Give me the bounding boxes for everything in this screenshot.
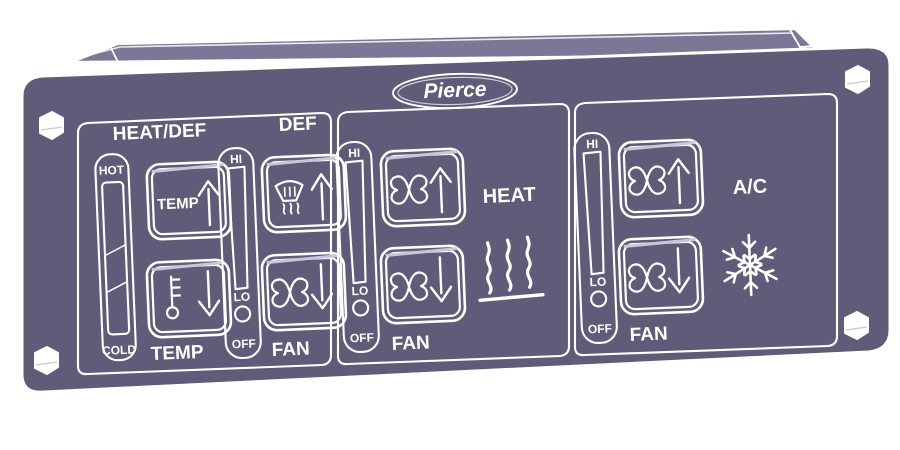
arrow-up-icon (197, 180, 220, 227)
pierce-logo: Pierce (392, 72, 518, 110)
slider-label-hot: HOT (98, 163, 125, 178)
section-rear-footer-fan: FAN (629, 323, 668, 346)
slider-label-lo: LO (233, 290, 250, 305)
arrow-down-icon (667, 247, 691, 294)
temp-down-button[interactable] (145, 258, 233, 339)
slider-label-off: OFF (588, 321, 613, 336)
section-front: HEAT/DEF DEF HOT COLD TEMP (76, 111, 348, 376)
section-front-footer-temp: TEMP (150, 342, 204, 365)
slider-label-hi: HI (230, 152, 243, 166)
temp-up-button-label: TEMP (157, 195, 199, 214)
slider-label-off: OFF (350, 330, 375, 345)
fan-speed-slider[interactable]: HI LO OFF (335, 140, 380, 354)
hex-bolt (39, 111, 64, 140)
section-front-footer-fan: FAN (271, 338, 310, 361)
hex-bolt (844, 311, 869, 340)
arrow-up-icon (310, 173, 333, 221)
fan-up-button[interactable] (379, 147, 467, 228)
defrost-up-button[interactable] (260, 153, 348, 234)
slider-label-hi: HI (348, 146, 361, 160)
hex-bolt (845, 65, 870, 94)
fan-speed-slider[interactable]: HI LO OFF (573, 131, 618, 345)
fastener-group (34, 65, 870, 375)
fan-up-button[interactable] (617, 138, 705, 219)
arrow-down-icon (197, 270, 221, 317)
slider-label-lo: LO (351, 284, 368, 299)
section-front-heading-right: DEF (278, 113, 317, 136)
logo-text: Pierce (423, 78, 487, 103)
fan-speed-slider[interactable]: HI LO OFF (217, 146, 262, 360)
slider-label-hi: HI (586, 137, 599, 151)
temp-up-button[interactable]: TEMP (145, 160, 233, 241)
hex-bolt (34, 346, 59, 375)
fan-down-button[interactable] (617, 235, 705, 316)
section-middle-mode-label: HEAT (482, 184, 536, 208)
thermometer-icon (165, 275, 181, 320)
fan-down-button[interactable] (379, 244, 467, 325)
arrow-down-icon (310, 263, 334, 310)
snowflake-icon (722, 233, 778, 297)
slider-label-cold: COLD (102, 342, 137, 357)
temperature-slider[interactable]: HOT COLD (94, 153, 137, 362)
arrow-down-icon (429, 256, 453, 303)
defrost-fan-down-button[interactable] (260, 251, 348, 332)
arrow-up-icon (429, 167, 452, 214)
section-front-heading-left: HEAT/DEF (112, 120, 206, 145)
section-middle-footer-fan: FAN (391, 332, 430, 355)
section-middle: HI LO OFF HE (335, 102, 571, 366)
slider-label-off: OFF (232, 336, 257, 351)
section-rear-mode-label: A/C (732, 176, 767, 199)
arrow-up-icon (667, 158, 690, 205)
defrost-windshield-icon (274, 180, 304, 215)
heat-waves-icon (478, 235, 545, 302)
panel-face (20, 45, 892, 394)
slider-label-lo: LO (589, 275, 606, 290)
section-rear: HI LO OFF A/ (573, 92, 839, 357)
